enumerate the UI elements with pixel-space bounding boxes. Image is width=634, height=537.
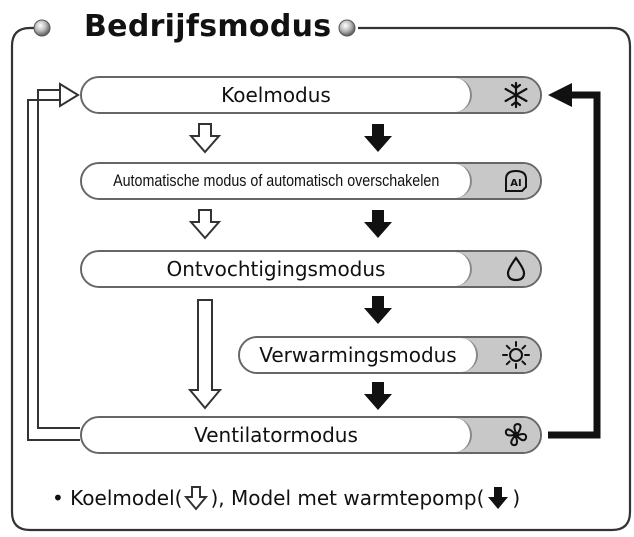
svg-text:AI: AI <box>510 178 521 189</box>
frame-bead-right <box>338 19 356 37</box>
heatpump-arrow-2 <box>364 210 392 238</box>
fan-icon <box>504 422 528 447</box>
ai-icon: AI <box>505 169 527 192</box>
mode-pill-koelmodus: Koelmodus <box>80 76 542 114</box>
legend-bullet: • <box>52 486 64 510</box>
mode-label: Verwarmingsmodus <box>259 343 457 367</box>
cooling-arrow-2 <box>188 209 222 240</box>
heatpump-return-loop-arrow <box>548 83 601 439</box>
cooling-arrow-long <box>187 299 223 410</box>
mode-pill-ventilator: Ventilatormodus <box>80 416 542 454</box>
heatpump-arrow-4 <box>364 382 392 410</box>
frame-bead-left <box>33 19 51 37</box>
mode-pill-automatisch: Automatische modus of automatisch oversc… <box>80 162 542 200</box>
legend-closing: ) <box>512 486 521 510</box>
droplet-icon <box>506 256 526 282</box>
hollow-arrow-icon <box>184 486 209 511</box>
heatpump-arrow-3 <box>364 296 392 324</box>
solid-arrow-icon <box>488 487 509 509</box>
cooling-return-loop-arrow <box>27 82 80 441</box>
sun-icon <box>502 341 530 369</box>
mode-label: Ontvochtigingsmodus <box>166 257 386 281</box>
legend-separator: ), Model met warmtepomp( <box>210 486 485 510</box>
mode-pill-verwarming: Verwarmingsmodus <box>238 336 542 374</box>
cooling-arrow-1 <box>188 123 222 154</box>
legend-cooling-label: Koelmodel( <box>70 486 183 510</box>
mode-label: Koelmodus <box>221 83 331 107</box>
mode-label: Automatische modus of automatisch oversc… <box>112 171 440 190</box>
heatpump-arrow-1 <box>364 124 392 152</box>
arrow-legend: • Koelmodel( ), Model met warmtepomp( ) <box>52 480 520 516</box>
mode-pill-ontvochtiging: Ontvochtigingsmodus <box>80 250 542 288</box>
snowflake-icon <box>504 81 528 109</box>
diagram-title: Bedrijfsmodus <box>84 9 332 44</box>
mode-label: Ventilatormodus <box>194 423 358 447</box>
